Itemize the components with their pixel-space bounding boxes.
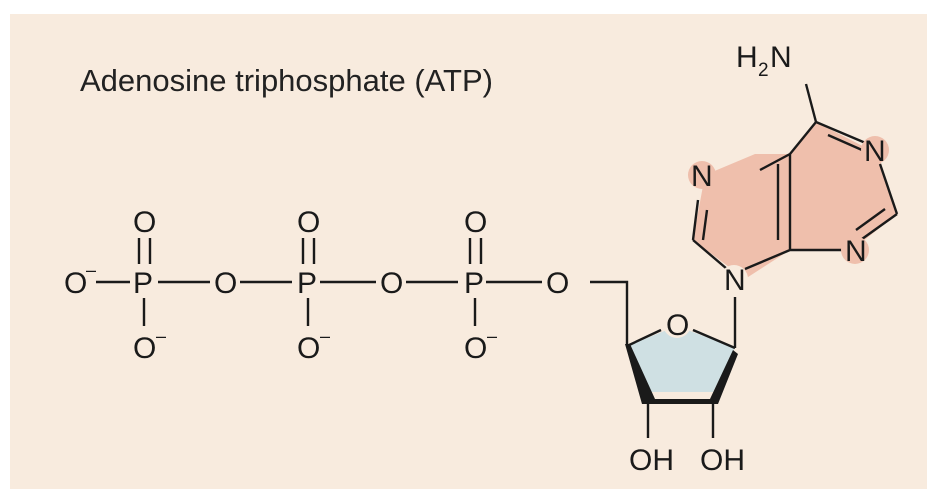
atom-p-beta: P [297,267,317,300]
adenine-double-bonds [701,133,886,241]
hydroxyl-2: OH [629,444,674,477]
atom-o-gamma-top: O [133,206,156,239]
atom-n3: N [845,235,867,268]
ring-o-knockout [663,310,691,338]
n1-knockout [861,136,889,164]
atom-o-alpha-top: O [464,206,487,239]
n9-knockout [720,265,748,293]
n3-knockout [841,236,869,264]
atom-p-gamma: P [133,267,153,300]
amino-subscript-2: 2 [758,60,769,81]
atom-o-beta-top: O [297,206,320,239]
atp-structure-svg: Adenosine triphosphate (ATP) N N N N H 2… [10,14,927,489]
charge-o-alpha: – [487,326,497,346]
atom-o-beta-bottom: O [297,332,320,365]
adenine-bonds [691,120,899,271]
c5-bonds [590,280,629,346]
adenine-base: N N N N H 2 N [688,41,899,297]
hydroxyl-bonds [646,402,715,438]
charge-o-beta: – [320,326,330,346]
ribose-back-bonds [626,328,736,350]
atom-o-terminal: O [64,267,87,300]
triphosphate-chain: O – P O O – O P O O – O P O O – O [64,206,569,365]
atom-n9: N [724,264,746,297]
atom-p-alpha: P [464,267,484,300]
p-double-bonds [137,238,483,264]
amino-h: H [736,41,758,74]
atom-o-ester: O [546,267,569,300]
charge-o-gamma: – [156,326,166,346]
ribose-sugar: O OH OH [590,280,745,477]
ribose-ring-fill [627,326,735,392]
diagram-title: Adenosine triphosphate (ATP) [80,63,493,98]
n7-knockout [688,161,716,189]
atom-ring-o: O [666,309,689,342]
atom-o-bridge-2: O [380,267,403,300]
amino-bond [804,83,818,123]
atp-diagram: Adenosine triphosphate (ATP) N N N N H 2… [10,14,927,489]
atom-n7: N [691,160,713,193]
atom-o-alpha-bottom: O [464,332,487,365]
p-single-bonds [142,298,477,326]
hydroxyl-3: OH [700,444,745,477]
charge-o-terminal: – [86,260,96,280]
amino-n: N [770,41,792,74]
atom-o-bridge-1: O [214,267,237,300]
atom-o-gamma-bottom: O [133,332,156,365]
atom-n1: N [864,135,886,168]
